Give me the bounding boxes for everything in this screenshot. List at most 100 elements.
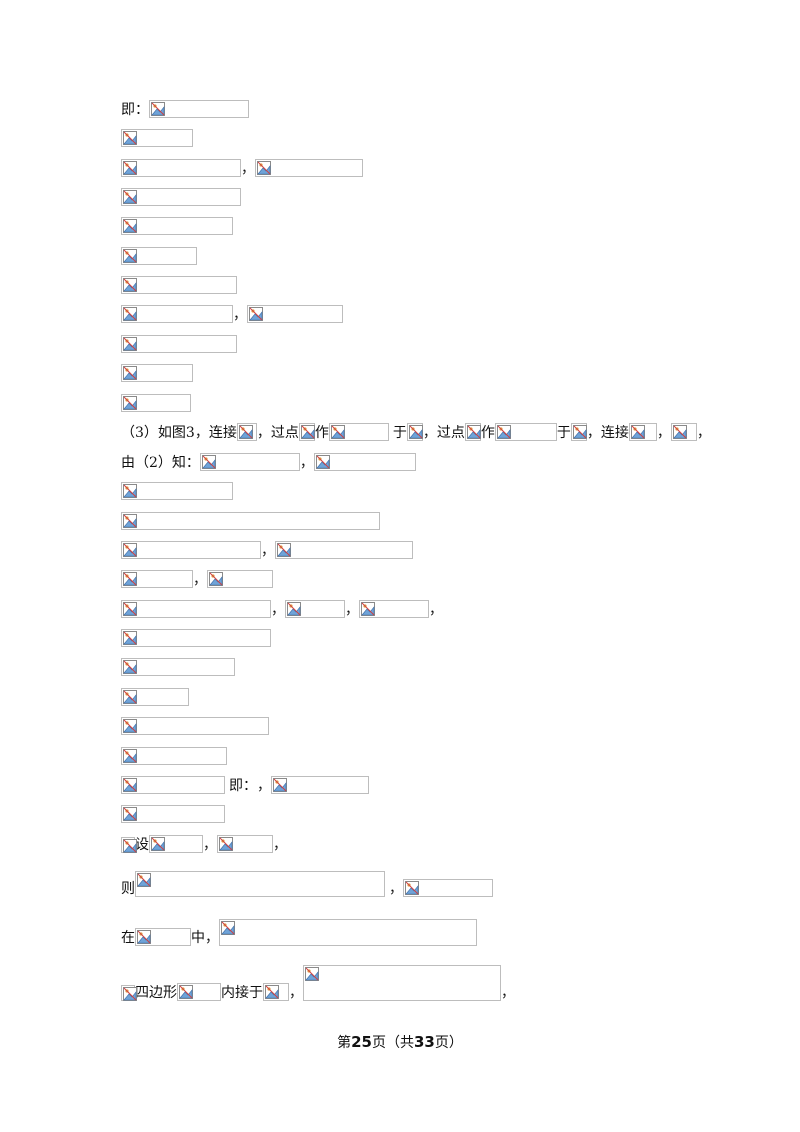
formula-image [121,541,261,559]
formula-image [121,600,271,618]
broken-image-icon [287,602,301,616]
formula-image [177,983,221,1001]
broken-image-icon [123,337,137,351]
broken-image-icon [123,131,137,145]
broken-image-icon [151,837,165,851]
text-sibianxing: 四边形 [135,985,177,1001]
broken-image-icon [123,514,137,528]
broken-image-icon [123,807,137,821]
formula-line [121,362,193,382]
broken-image-icon [221,921,235,935]
broken-image-icon [151,102,165,116]
broken-image-icon [137,930,151,944]
broken-image-icon [123,749,137,763]
formula-image [236,423,257,441]
formula-line: ， [121,539,413,559]
formula-image [328,423,389,441]
formula-image [464,423,481,441]
broken-image-icon [249,307,263,321]
formula-image [121,837,137,853]
broken-image-icon [408,425,423,439]
broken-image-icon [630,425,645,439]
formula-image [121,776,225,794]
broken-image-icon [209,572,223,586]
formula-line: 则 ， [121,870,493,897]
formula-image [121,688,189,706]
formula-line: ， [121,303,343,323]
formula-image [135,928,191,946]
formula-line: 四边形 内接于 ， ， [121,964,515,1001]
formula-image [313,453,416,471]
broken-image-icon [123,484,137,498]
formula-line [121,510,380,530]
page-footer: 第25页（共33页） [0,1032,800,1052]
broken-image-icon [315,455,330,469]
broken-image-icon [572,425,587,439]
formula-image [219,919,477,946]
comma: ， [289,985,303,1001]
formula-image [628,423,657,441]
broken-image-icon [496,425,511,439]
comma: ， [257,778,271,794]
broken-image-icon [219,837,233,851]
formula-line [121,333,237,353]
formula-image [403,879,493,897]
formula-line: （3）如图3，连接 ，过点 作 于 ，过点 作 于 ，连接 ， ， [121,421,711,441]
broken-image-icon [123,602,137,616]
comma: ， [345,602,359,618]
text-zhong: 中， [191,930,219,946]
formula-image [149,100,249,118]
broken-image-icon [123,219,137,233]
formula-image [271,776,369,794]
formula-line [121,274,237,294]
footer-suffix: 页） [434,1035,463,1051]
broken-image-icon [123,278,137,292]
formula-line: 设 ， ， [121,833,287,853]
broken-image-icon [123,987,137,1001]
formula-image [121,159,241,177]
formula-image [247,305,343,323]
broken-image-icon [466,425,481,439]
broken-image-icon [123,249,137,263]
formula-image [121,747,227,765]
formula-line [121,186,241,206]
broken-image-icon [238,425,253,439]
formula-image [121,985,137,1001]
comma: ， [233,307,247,323]
formula-image [121,717,269,735]
footer-page-number: 25 [351,1033,372,1051]
formula-image [121,482,233,500]
broken-image-icon [201,455,216,469]
formula-line: ， [121,568,273,588]
broken-image-icon [123,161,137,175]
formula-image [298,423,315,441]
text-ze: 则 [121,881,135,897]
broken-image-icon [257,161,271,175]
footer-prefix: 第 [337,1035,352,1051]
broken-image-icon [123,660,137,674]
formula-image [255,159,363,177]
formula-line: ， ， ， [121,598,443,618]
text-she: 设 [135,837,149,853]
formula-line [121,245,197,265]
comma: ， [501,985,515,1001]
formula-image [121,364,193,382]
formula-line: ， [121,157,363,177]
formula-image [121,217,233,235]
text-you2zhi: 由（2）知： [121,455,200,471]
comma: ， [261,543,275,559]
comma: ， [389,881,403,897]
formula-image [494,423,557,441]
formula-image [217,835,273,853]
text-zuo: 作 [314,425,329,441]
broken-image-icon [123,690,137,704]
text-guodian: ，过点 [256,425,299,441]
text-lianjie: ，连接 [586,425,629,441]
formula-line: 即： ， [121,774,369,794]
broken-image-icon [137,873,151,887]
broken-image-icon [305,967,319,981]
formula-image [121,629,271,647]
formula-image [263,983,289,1001]
broken-image-icon [123,631,137,645]
broken-image-icon [265,985,279,999]
